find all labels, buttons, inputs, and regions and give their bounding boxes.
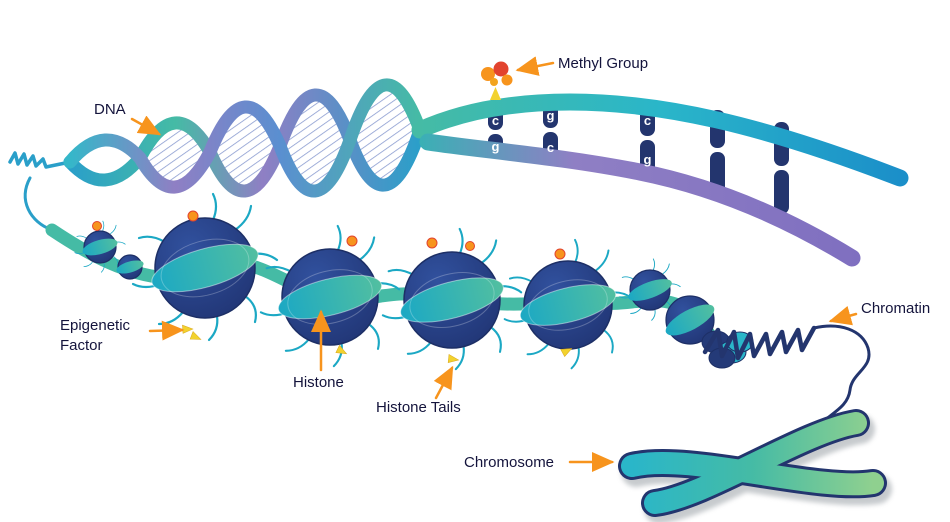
dna-ladder: c g g c c g xyxy=(411,61,909,267)
label-dna: DNA xyxy=(94,101,126,118)
label-chromatin: Chromatin xyxy=(861,300,930,317)
arrow-chromatin xyxy=(828,305,858,326)
nucleosome-string xyxy=(45,192,719,371)
chromosome-shape xyxy=(618,409,892,522)
dna-fiber-squiggle xyxy=(8,151,72,232)
helix-strand-a xyxy=(63,78,427,198)
label-methyl-group: Methyl Group xyxy=(558,55,648,72)
annotation-arrows xyxy=(130,56,858,472)
dna-helix xyxy=(63,78,427,198)
nucleosome-bead xyxy=(665,295,715,345)
base-letter: c xyxy=(492,113,499,128)
base-letters: c g g c c g xyxy=(492,108,652,167)
arrow-dna xyxy=(130,115,162,136)
base-letter: c xyxy=(547,140,554,155)
methyl-atom xyxy=(501,74,513,86)
epigenetic-factor-dots xyxy=(92,210,566,260)
nucleosome-bead xyxy=(381,227,523,371)
methyl-atom xyxy=(481,67,495,81)
methyl-group-molecule xyxy=(481,61,513,100)
label-epigenetic-factor-line2: Factor xyxy=(60,337,103,354)
nucleosome-bead xyxy=(259,224,401,368)
chromatin-coil xyxy=(701,324,871,426)
label-histone-tails: Histone Tails xyxy=(376,399,461,416)
arrow-histone-tails xyxy=(433,365,454,400)
nucleosome-bead xyxy=(74,220,126,273)
annotation-labels: Methyl Group DNA Epigenetic Factor Histo… xyxy=(60,55,930,471)
chromatin-fiber-line xyxy=(812,324,871,426)
ladder-strand-top xyxy=(411,93,909,187)
nucleosome-bead xyxy=(131,192,279,342)
arrow-epigenetic-factor xyxy=(148,320,185,341)
arrow-methyl-group xyxy=(515,56,555,76)
nucleosome-bead xyxy=(116,254,144,280)
label-chromosome: Chromosome xyxy=(464,454,554,471)
methyl-atom xyxy=(490,78,498,86)
nucleosome-bead xyxy=(619,258,681,321)
methyl-connector xyxy=(490,87,501,100)
label-histone: Histone xyxy=(293,374,344,391)
base-letter: g xyxy=(547,108,555,123)
label-epigenetic-factor-line1: Epigenetic xyxy=(60,317,131,334)
ladder-strand-bottom xyxy=(419,133,861,267)
chromatin-zigzag xyxy=(702,325,817,361)
chromosome-body xyxy=(621,412,884,514)
methyl-atom xyxy=(493,61,509,77)
epigenetic-factor-marks xyxy=(182,324,573,363)
base-letter: g xyxy=(492,139,500,154)
base-letter: c xyxy=(644,113,651,128)
base-letter: g xyxy=(644,152,652,167)
nucleosome-bead xyxy=(503,238,633,370)
